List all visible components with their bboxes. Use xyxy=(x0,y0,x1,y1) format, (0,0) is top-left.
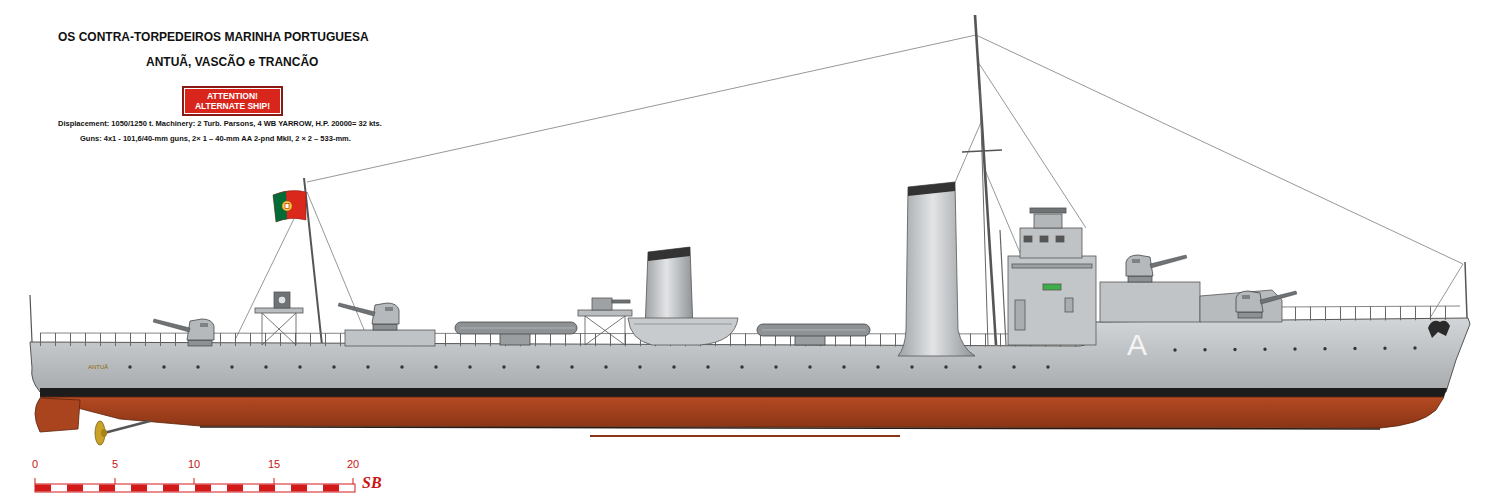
main-mast xyxy=(962,15,1006,345)
spec-text: Displacement: 1050/1250 t. Machinery: 2 … xyxy=(58,119,382,128)
propeller xyxy=(95,421,107,445)
subtitle-text: ANTUÃ, VASCÃO e TRANCÃO xyxy=(146,55,318,69)
signature: SB xyxy=(362,474,382,492)
deckhouse xyxy=(345,330,435,346)
scale-number: 15 xyxy=(268,458,280,470)
keel-line xyxy=(200,427,1380,429)
stern-staff xyxy=(30,295,32,342)
bilge-keel xyxy=(590,435,900,437)
hull-bottom xyxy=(40,397,1444,428)
aa-platform xyxy=(578,298,632,345)
rigging xyxy=(235,35,1463,340)
title-text: OS CONTRA-TORPEDEIROS MARINHA PORTUGUESA xyxy=(58,30,369,44)
rudder xyxy=(35,398,80,432)
portholes xyxy=(130,365,1075,368)
flag-staff xyxy=(304,178,322,345)
pennant-letter: A xyxy=(1127,328,1147,362)
scale-number: 10 xyxy=(188,458,200,470)
hull-name: ANTUÃ xyxy=(88,364,108,370)
prop-shaft xyxy=(104,421,150,433)
jack-staff xyxy=(1465,262,1467,318)
scale-number: 5 xyxy=(112,458,118,470)
deckhouse xyxy=(1100,282,1200,322)
boot-topping xyxy=(40,388,1447,397)
rear-funnel xyxy=(645,247,693,330)
spec-text: Guns: 4x1 - 101,6/40-mm guns, 2× 1 – 40-… xyxy=(80,134,351,143)
warning-box: ATTENTION! ALTERNATE SHIP! xyxy=(182,86,283,116)
bridge xyxy=(1008,208,1096,345)
portholes xyxy=(1175,348,1420,350)
gun-mount xyxy=(153,319,214,346)
scale-bar xyxy=(35,478,355,492)
gun-mount xyxy=(1236,291,1297,318)
anchor xyxy=(1428,321,1450,338)
gun-mount xyxy=(1126,255,1187,282)
gun-mount xyxy=(338,303,399,330)
warning-text: ATTENTION! ALTERNATE SHIP! xyxy=(190,91,275,111)
ships-boat xyxy=(628,318,738,345)
fore-funnel xyxy=(898,182,975,356)
scale-number: 20 xyxy=(347,458,359,470)
hull-side xyxy=(30,318,1470,392)
searchlight-tower xyxy=(255,292,303,345)
portuguese-flag xyxy=(273,191,306,222)
scale-number: 0 xyxy=(32,458,38,470)
